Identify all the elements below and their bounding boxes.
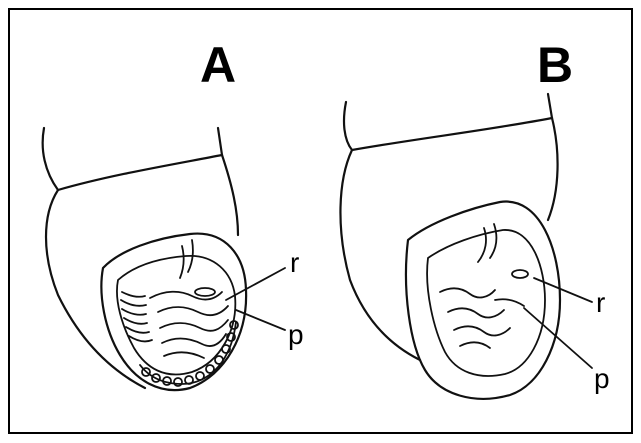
panel-b-letter: B [537,37,573,93]
panel-a-label-p: p [288,319,304,350]
panel-b-label-r: r [596,287,605,318]
panel-a-letter: A [200,37,236,93]
panel-b-label-p: p [594,363,610,394]
panel-a-label-r: r [290,247,299,278]
